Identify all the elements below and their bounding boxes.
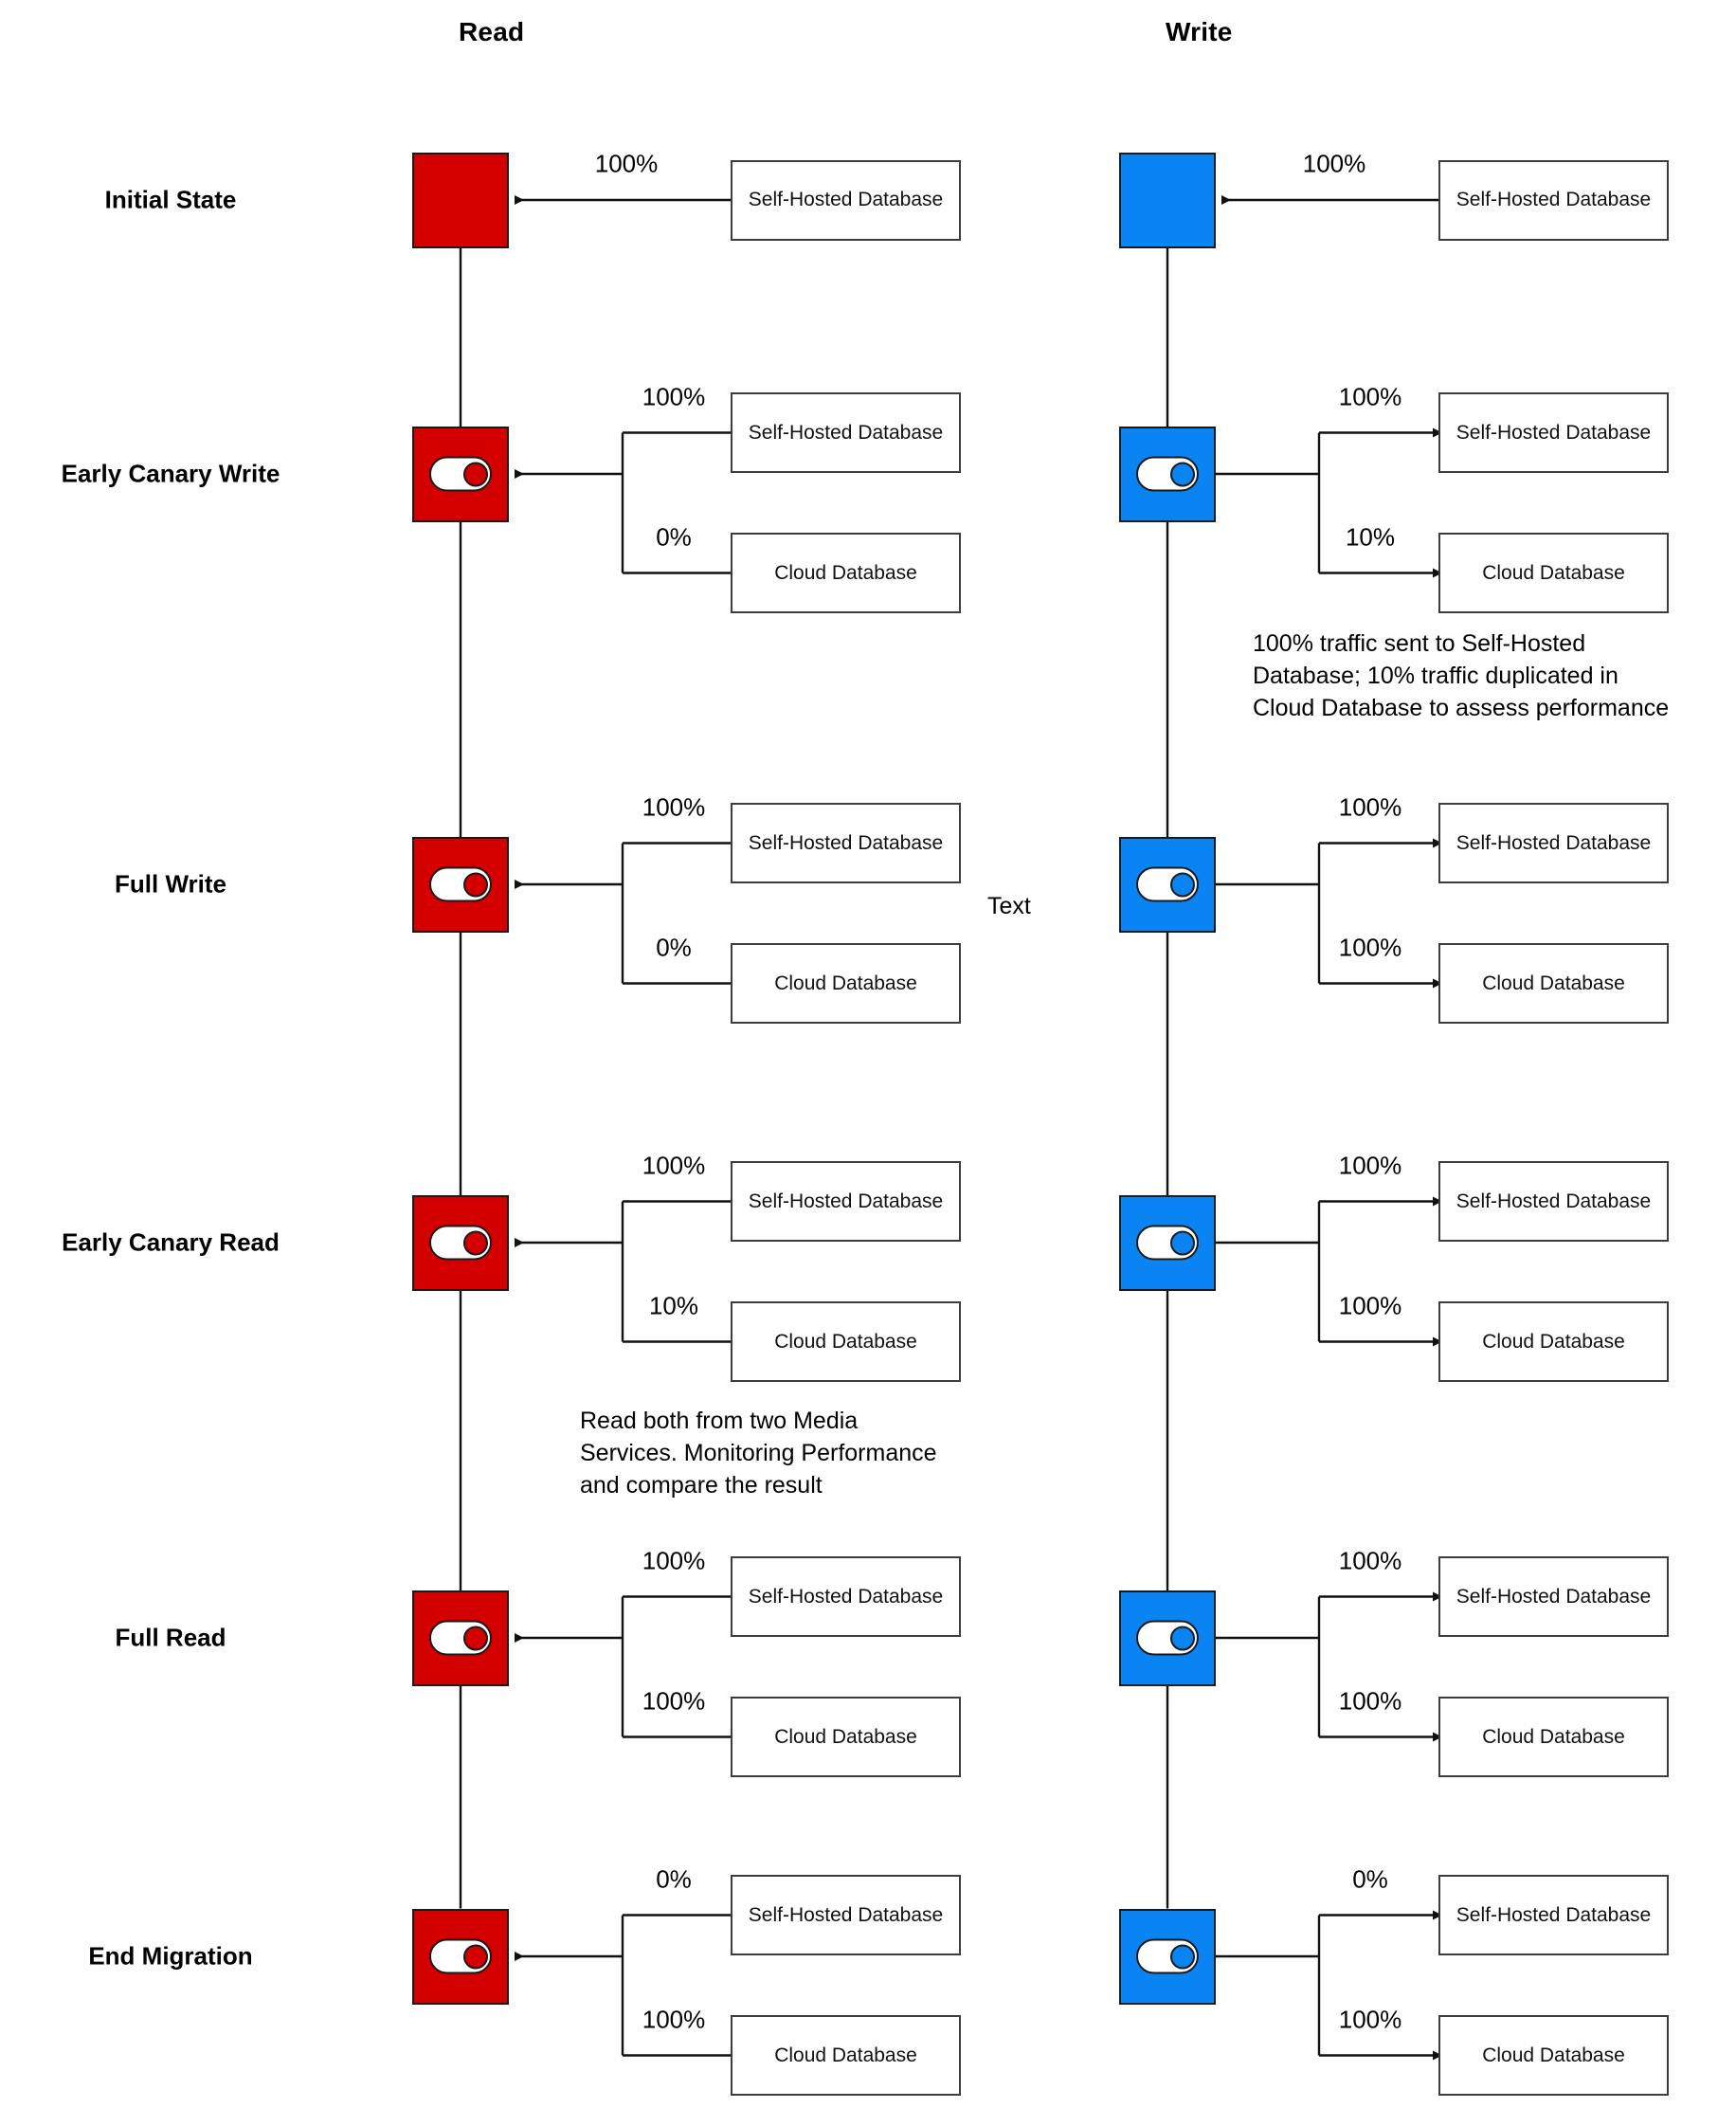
node-write-end-migration[interactable] [1119, 1908, 1216, 2005]
node-read-early-canary-write[interactable] [412, 426, 509, 522]
db-cloud-write-full-read[interactable]: Cloud Database [1438, 1697, 1669, 1777]
annotation-write-canary-note: 100% traffic sent to Self-Hosted Databas… [1253, 630, 1670, 721]
column-header-write: Write [1166, 17, 1233, 46]
toggle-switch-read-early-canary-read[interactable] [429, 1225, 492, 1261]
percent-self-hosted-write-end-migration: 0% [1352, 1864, 1388, 1893]
percent-self-hosted-write-initial-state: 100% [1302, 149, 1366, 178]
db-self-hosted-write-end-migration[interactable]: Self-Hosted Database [1438, 1875, 1669, 1955]
toggle-knob [463, 1230, 488, 1255]
db-self-hosted-write-initial-state[interactable]: Self-Hosted Database [1438, 159, 1669, 241]
row-label-early-canary-write: Early Canary Write [61, 459, 280, 488]
toggle-knob [463, 872, 488, 897]
toggle-switch-write-full-write[interactable] [1136, 866, 1199, 902]
db-self-hosted-read-early-canary-read[interactable]: Self-Hosted Database [731, 1161, 961, 1242]
node-write-early-canary-read[interactable] [1119, 1194, 1216, 1291]
db-self-hosted-write-full-write[interactable]: Self-Hosted Database [1438, 803, 1669, 883]
row-label-early-canary-read: Early Canary Read [62, 1227, 280, 1257]
percent-self-hosted-write-early-canary-write: 100% [1338, 382, 1402, 410]
db-cloud-write-end-migration[interactable]: Cloud Database [1438, 2015, 1669, 2096]
node-read-full-write[interactable] [412, 836, 509, 933]
db-self-hosted-read-full-write[interactable]: Self-Hosted Database [731, 803, 961, 883]
percent-cloud-read-full-read: 100% [642, 1686, 706, 1715]
db-cloud-read-early-canary-write[interactable]: Cloud Database [731, 533, 961, 613]
toggle-switch-read-early-canary-write[interactable] [429, 456, 492, 492]
percent-self-hosted-read-early-canary-write: 100% [642, 382, 706, 410]
node-read-end-migration[interactable] [412, 1908, 509, 2005]
db-cloud-read-full-read[interactable]: Cloud Database [731, 1697, 961, 1777]
label-text-placeholder: Text [987, 893, 1031, 919]
toggle-switch-write-early-canary-read[interactable] [1136, 1225, 1199, 1261]
toggle-switch-write-early-canary-write[interactable] [1136, 456, 1199, 492]
toggle-knob [1170, 872, 1195, 897]
percent-self-hosted-read-early-canary-read: 100% [642, 1151, 706, 1179]
db-self-hosted-read-initial-state[interactable]: Self-Hosted Database [731, 159, 961, 241]
column-header-read: Read [459, 17, 525, 46]
percent-cloud-read-end-migration: 100% [642, 2005, 706, 2033]
percent-self-hosted-write-full-read: 100% [1338, 1546, 1402, 1574]
percent-self-hosted-read-full-read: 100% [642, 1546, 706, 1574]
toggle-knob [463, 462, 488, 486]
toggle-knob [1170, 1944, 1195, 1969]
toggle-switch-read-full-read[interactable] [429, 1620, 492, 1656]
toggle-switch-write-end-migration[interactable] [1136, 1938, 1199, 1974]
db-cloud-read-early-canary-read[interactable]: Cloud Database [731, 1301, 961, 1382]
node-write-full-read[interactable] [1119, 1590, 1216, 1686]
node-read-full-read[interactable] [412, 1590, 509, 1686]
toggle-knob [1170, 1230, 1195, 1255]
percent-cloud-read-early-canary-write: 0% [656, 522, 692, 551]
percent-self-hosted-read-end-migration: 0% [656, 1864, 692, 1893]
node-write-full-write[interactable] [1119, 836, 1216, 933]
percent-self-hosted-write-early-canary-read: 100% [1338, 1151, 1402, 1179]
toggle-knob [463, 1626, 488, 1650]
percent-cloud-write-early-canary-read: 100% [1338, 1291, 1402, 1319]
db-self-hosted-read-full-read[interactable]: Self-Hosted Database [731, 1556, 961, 1637]
percent-self-hosted-read-initial-state: 100% [594, 149, 659, 178]
db-cloud-write-early-canary-write[interactable]: Cloud Database [1438, 533, 1669, 613]
db-self-hosted-write-early-canary-write[interactable]: Self-Hosted Database [1438, 392, 1669, 473]
percent-cloud-write-end-migration: 100% [1338, 2005, 1402, 2033]
percent-self-hosted-read-full-write: 100% [642, 792, 706, 821]
db-cloud-read-end-migration[interactable]: Cloud Database [731, 2015, 961, 2096]
toggle-switch-read-end-migration[interactable] [429, 1938, 492, 1974]
toggle-switch-read-full-write[interactable] [429, 866, 492, 902]
db-self-hosted-read-early-canary-write[interactable]: Self-Hosted Database [731, 392, 961, 473]
toggle-switch-write-full-read[interactable] [1136, 1620, 1199, 1656]
annotation-read-canary-note: Read both from two Media Services. Monit… [580, 1408, 937, 1499]
percent-cloud-write-early-canary-write: 10% [1345, 522, 1396, 551]
row-label-full-read: Full Read [115, 1623, 226, 1652]
percent-cloud-write-full-write: 100% [1338, 933, 1402, 961]
db-cloud-write-early-canary-read[interactable]: Cloud Database [1438, 1301, 1669, 1382]
node-write-initial-state[interactable] [1119, 152, 1216, 248]
row-label-full-write: Full Write [115, 869, 226, 899]
node-read-initial-state[interactable] [412, 152, 509, 248]
db-cloud-write-full-write[interactable]: Cloud Database [1438, 943, 1669, 1024]
db-self-hosted-write-full-read[interactable]: Self-Hosted Database [1438, 1556, 1669, 1637]
db-self-hosted-read-end-migration[interactable]: Self-Hosted Database [731, 1875, 961, 1955]
percent-self-hosted-write-full-write: 100% [1338, 792, 1402, 821]
db-cloud-read-full-write[interactable]: Cloud Database [731, 943, 961, 1024]
node-read-early-canary-read[interactable] [412, 1194, 509, 1291]
row-label-end-migration: End Migration [88, 1941, 253, 1971]
percent-cloud-read-early-canary-read: 10% [648, 1291, 699, 1319]
db-self-hosted-write-early-canary-read[interactable]: Self-Hosted Database [1438, 1161, 1669, 1242]
toggle-knob [1170, 462, 1195, 486]
percent-cloud-read-full-write: 0% [656, 933, 692, 961]
node-write-early-canary-write[interactable] [1119, 426, 1216, 522]
toggle-knob [463, 1944, 488, 1969]
toggle-knob [1170, 1626, 1195, 1650]
row-label-initial-state: Initial State [104, 185, 237, 214]
percent-cloud-write-full-read: 100% [1338, 1686, 1402, 1715]
